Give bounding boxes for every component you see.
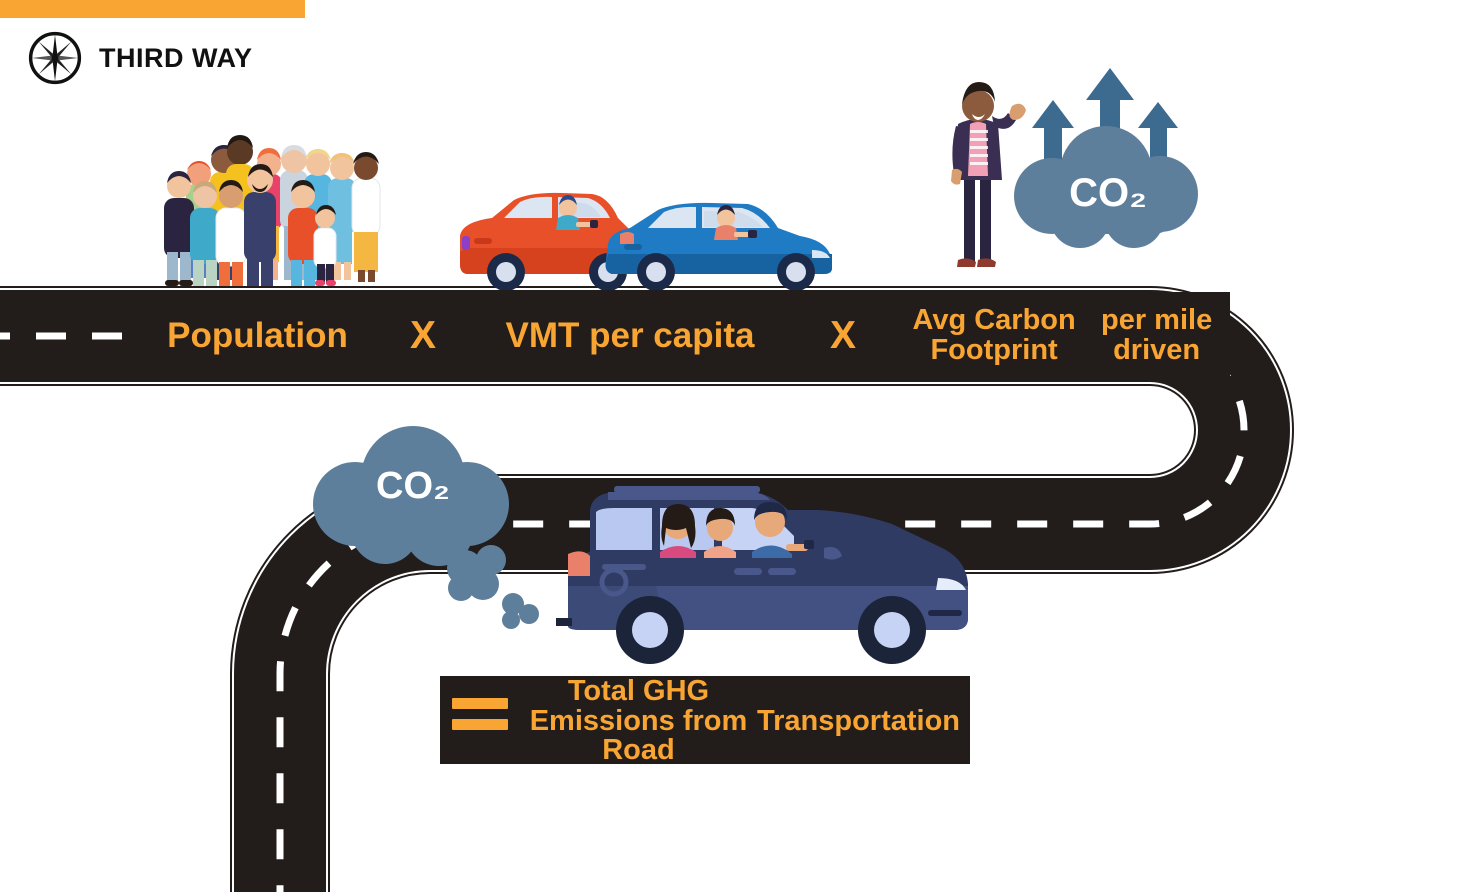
exhaust-cloud-shape	[313, 426, 509, 566]
red-car-driver	[556, 195, 598, 230]
two-cars-illustration	[452, 178, 852, 290]
carbon-footprint-line-2: per mile driven	[1100, 304, 1213, 366]
person-back-7	[351, 152, 381, 282]
top-text-backdrop	[140, 292, 1230, 380]
equation-operator-equals	[452, 690, 508, 738]
driver-man	[752, 502, 814, 558]
equation-term-vmt: VMT per capita	[505, 316, 755, 356]
minivan-wheels	[616, 596, 926, 664]
person-presenter	[951, 82, 1026, 267]
person-front-2	[190, 181, 220, 286]
bottom-text-backdrop	[440, 676, 970, 764]
red-car	[460, 192, 638, 290]
brand-name: THIRD WAY	[99, 42, 253, 73]
person-front-child	[313, 205, 337, 286]
blue-car	[605, 202, 832, 290]
passenger-child	[704, 508, 736, 558]
person-front-4	[244, 164, 276, 286]
equation-operator-multiply-2: X	[829, 314, 856, 358]
equation-operator-multiply-1: X	[409, 314, 436, 358]
exhaust-puff-small	[502, 593, 539, 629]
co2-cloud-with-arrows-illustration: CO₂	[928, 66, 1216, 290]
co2-exhaust-cloud-illustration: CO₂	[305, 418, 595, 633]
family-minivan-illustration	[556, 468, 980, 670]
result-line-1: Total GHG Emissions from Road	[529, 675, 748, 767]
co2-label-bottom: CO₂	[376, 465, 450, 507]
person-front-5	[288, 180, 318, 286]
person-front-3	[215, 180, 247, 286]
equals-bar-bottom	[452, 719, 508, 730]
compass-rose-icon	[28, 31, 82, 85]
equation-result-total-ghg: Total GHG Emissions from Road Transporta…	[520, 673, 960, 770]
equation-term-population: Population	[167, 316, 348, 356]
result-line-2: Transportation	[756, 704, 960, 737]
person-front-1	[164, 171, 194, 286]
exhaust-puff-medium	[447, 545, 506, 601]
equals-bar-top	[452, 698, 508, 709]
equation-term-carbon-footprint: Avg Carbon Footprint per mile driven	[898, 290, 1223, 382]
passenger-woman	[660, 504, 696, 558]
minivan-occupants	[660, 502, 814, 558]
crowd-of-people-illustration	[128, 122, 396, 290]
brand-logo: THIRD WAY	[26, 29, 253, 87]
co2-cloud-shape: CO₂	[1014, 126, 1198, 248]
blue-car-driver	[714, 205, 757, 240]
top-accent-bar	[0, 0, 305, 18]
carbon-footprint-line-1: Avg Carbon Footprint	[912, 304, 1076, 366]
co2-label-top: CO₂	[1069, 171, 1147, 215]
person-back-6	[328, 153, 356, 280]
